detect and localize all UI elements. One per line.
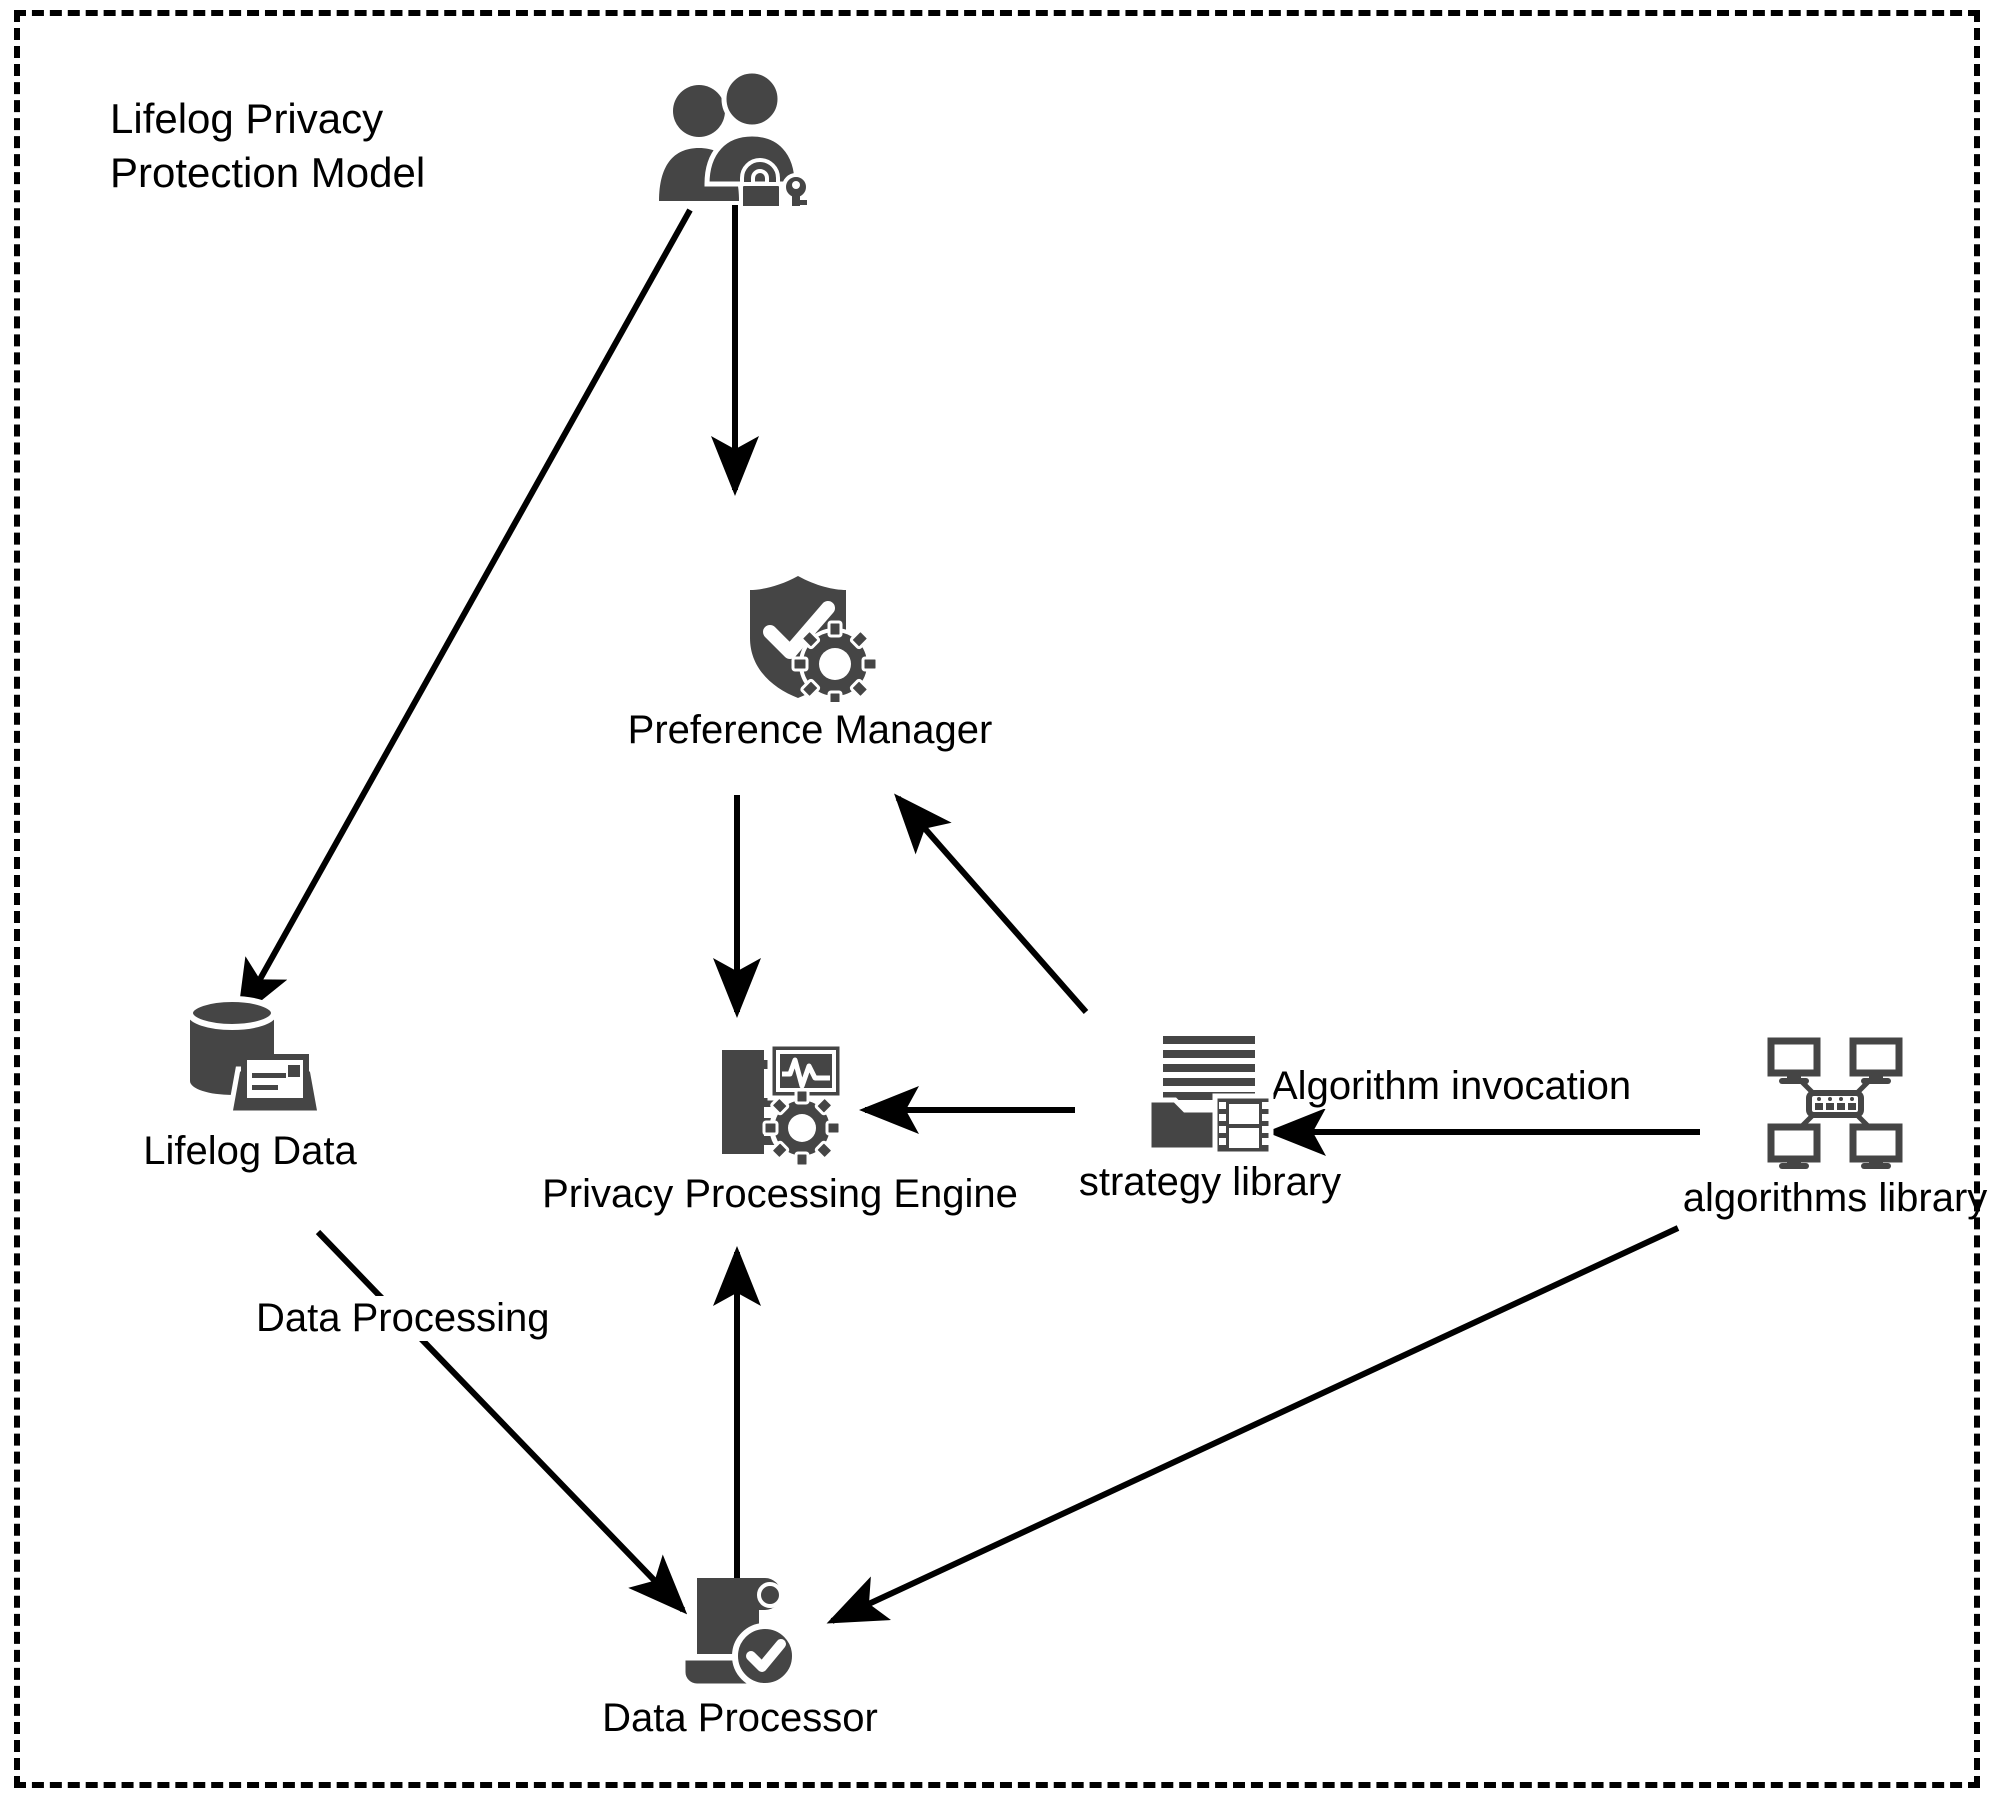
node-privacy-processing-engine[interactable]: Privacy Processing Engine (470, 1038, 1090, 1217)
node-label-lifelog-data: Lifelog Data (143, 1129, 357, 1173)
node-label-algorithms-library: algorithms library (1682, 1176, 1988, 1220)
node-label-data-processor: Data Processor (602, 1696, 878, 1740)
node-algorithms-library[interactable]: algorithms library (1655, 1035, 2000, 1221)
edge-label-algorithm-invocation: Algorithm invocation (1265, 1064, 1638, 1109)
diagram-dashed-border (14, 10, 1980, 1788)
node-user-actor[interactable] (614, 66, 854, 212)
node-label-preference-manager: Preference Manager (627, 708, 993, 752)
node-lifelog-data[interactable]: Lifelog Data (90, 995, 410, 1174)
node-strategy-library[interactable]: strategy library (1015, 1030, 1405, 1205)
shield-check-gear-icon (750, 576, 879, 702)
edge-algorithms-to-processor (826, 1225, 1680, 1624)
database-document-icon (187, 996, 320, 1116)
server-monitor-gear-icon (722, 1041, 845, 1166)
users-lock-key-icon (659, 68, 810, 206)
scroll-check-icon (680, 1578, 798, 1689)
network-monitors-icon (1767, 1037, 1903, 1169)
node-label-privacy-processing-engine: Privacy Processing Engine (542, 1172, 1018, 1216)
node-preference-manager[interactable]: Preference Manager (600, 572, 1020, 753)
edge-strategy-to-preference (894, 793, 1089, 1014)
page-title: Lifelog Privacy Protection Model (110, 95, 426, 196)
node-data-processor[interactable]: Data Processor (580, 1570, 900, 1741)
edge-label-data-processing: Data Processing (250, 1296, 556, 1341)
node-label-strategy-library: strategy library (1078, 1160, 1342, 1204)
folder-filmstrip-icon (1146, 1036, 1274, 1154)
edge-lifelog-to-processor (315, 1229, 688, 1615)
